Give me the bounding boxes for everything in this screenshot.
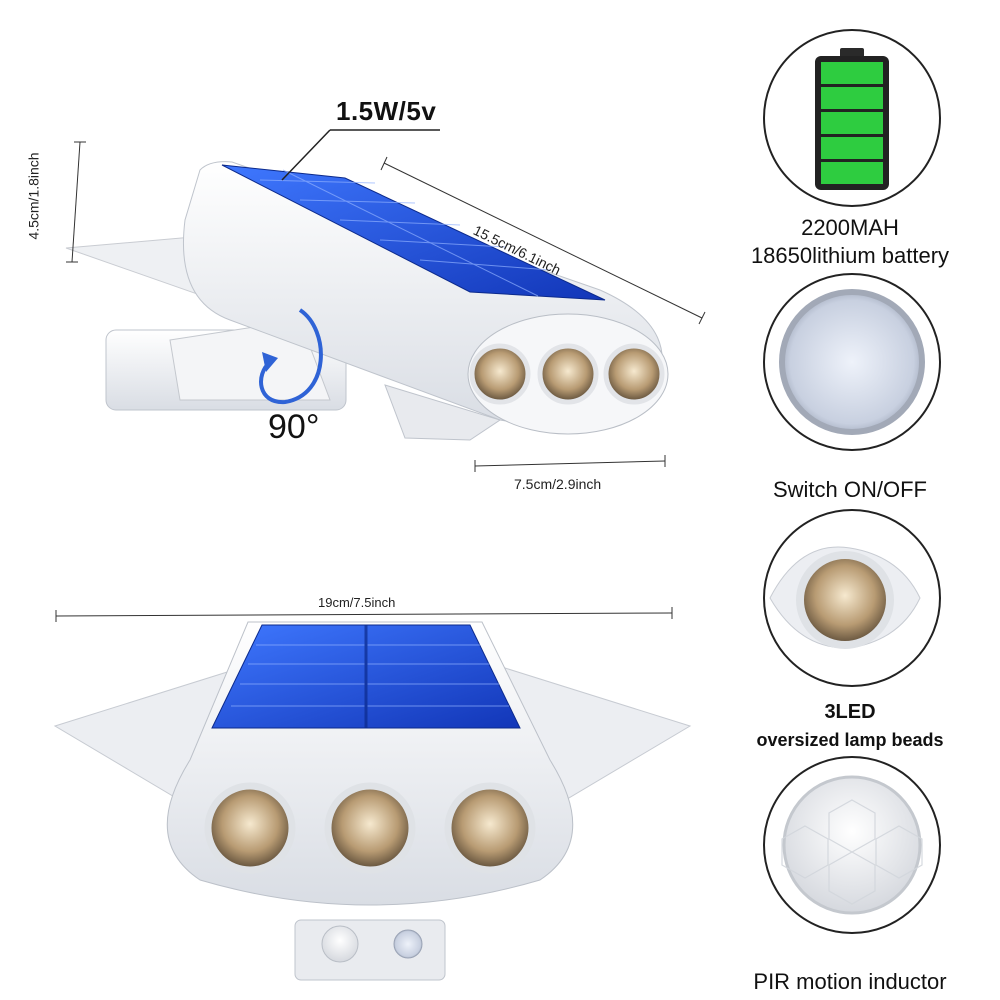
bottom-product-view	[53, 607, 692, 981]
solar-panel-top	[221, 164, 606, 301]
power-label: 1.5W/5v	[336, 96, 437, 126]
rotation-angle-label: 90°	[268, 408, 320, 446]
led-bead-icon	[796, 551, 894, 649]
led-bead	[204, 782, 296, 874]
switch-caption: Switch ON/OFF	[700, 476, 1000, 504]
led-bead	[537, 343, 599, 405]
switch-button	[393, 929, 423, 959]
lower-tab	[384, 384, 502, 441]
rotation-arrow-icon	[259, 308, 323, 405]
feature-pir	[763, 756, 941, 934]
span-dimension-label: 19cm/7.5inch	[318, 595, 396, 610]
span-dimension-line	[55, 612, 673, 617]
power-callout-line	[281, 129, 331, 181]
led-bead	[603, 343, 665, 405]
feature-switch	[763, 273, 941, 451]
battery-icon	[815, 48, 889, 190]
sensor-module	[294, 919, 446, 981]
feature-led	[763, 509, 941, 687]
height-dimension-line	[71, 141, 81, 263]
battery-capacity-label: 2200MAH	[801, 215, 899, 240]
width-dimension-label: 7.5cm/2.9inch	[514, 476, 602, 492]
pir-label: PIR motion inductor	[753, 969, 947, 994]
battery-caption: 2200MAH 18650lithium battery	[700, 214, 1000, 270]
led-desc-label: oversized lamp beads	[756, 730, 944, 750]
switch-button-icon	[779, 289, 925, 435]
battery-type-label: 18650lithium battery	[750, 243, 950, 268]
length-dimension-line	[383, 162, 703, 319]
top-product-view	[65, 129, 706, 472]
width-dimension-line	[474, 460, 666, 467]
led-caption: 3LED oversized lamp beads	[700, 698, 1000, 754]
pir-caption: PIR motion inductor	[700, 968, 1000, 996]
feature-battery	[763, 29, 941, 207]
led-bead	[324, 782, 416, 874]
led-bead	[444, 782, 536, 874]
pir-sensor-icon	[782, 775, 922, 915]
pir-sensor	[321, 925, 359, 963]
led-count-label: 3LED	[824, 701, 876, 723]
led-bead	[469, 343, 531, 405]
switch-label: Switch ON/OFF	[772, 477, 927, 502]
height-dimension-label: 4.5cm/1.8inch	[25, 152, 42, 240]
